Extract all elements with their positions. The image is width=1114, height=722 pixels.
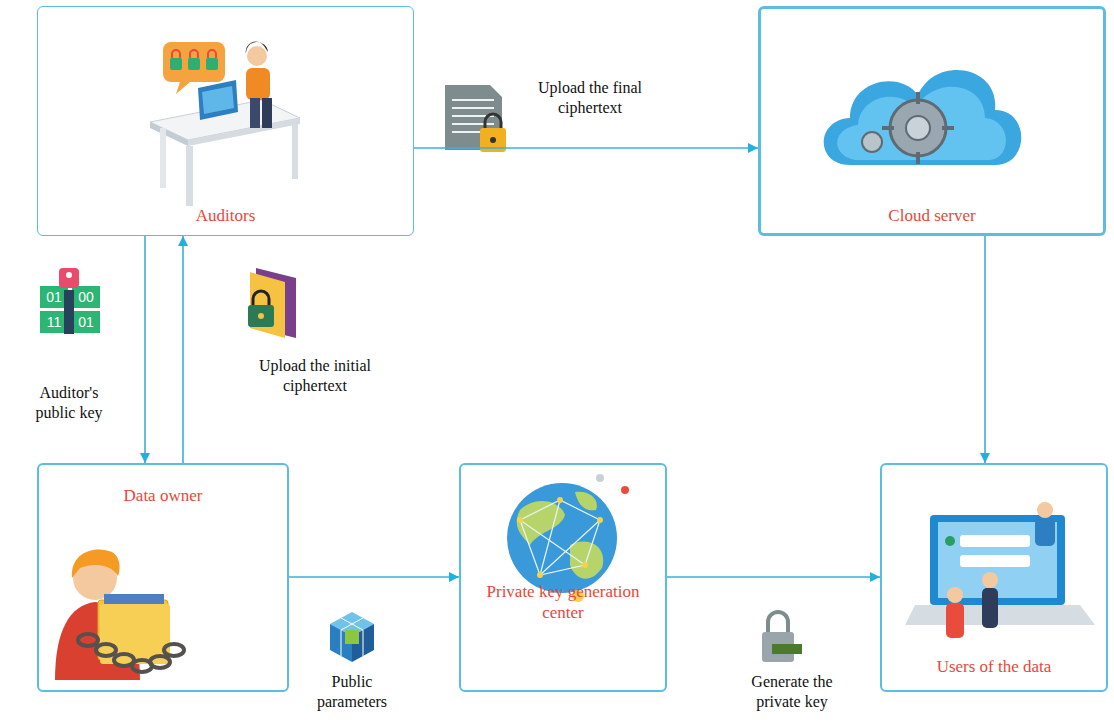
node-label: Auditors [38, 205, 413, 226]
key-bits: 01 [73, 311, 99, 333]
component-box: Cloud server [758, 6, 1106, 236]
edge-label: Upload the final ciphertext [520, 78, 660, 118]
edge-label: Generate the private key [733, 672, 851, 712]
flow-arrow [144, 236, 146, 463]
node-label: Cloud server [761, 205, 1103, 226]
cloud-illustration [824, 70, 1022, 165]
document-icon [445, 85, 506, 152]
flow-arrow [182, 236, 184, 463]
flow-arrow [984, 236, 986, 463]
edge-label: Auditor's public key [26, 383, 112, 423]
node-label: Data owner [39, 485, 287, 506]
flow-arrow [414, 147, 758, 149]
key-bits: 01 [41, 286, 67, 308]
auditor-illustration [150, 42, 300, 206]
data-owner-illustration [55, 549, 184, 680]
users-illustration [905, 502, 1095, 638]
cube-icon [330, 612, 374, 662]
folder-icon [248, 268, 296, 338]
node-label: Private key generation center [483, 581, 643, 623]
lock-icon [762, 612, 802, 662]
edge-label: Upload the initial ciphertext [240, 356, 390, 396]
key-bits: 00 [73, 286, 99, 308]
edge-label: Public parameters [302, 672, 402, 712]
component-box: Data owner [37, 463, 289, 692]
node-label: Users of the data [882, 656, 1106, 677]
key-icon [40, 268, 100, 334]
flow-arrow [289, 576, 459, 578]
component-box: Private key generation center [459, 463, 667, 692]
flow-arrow [667, 576, 880, 578]
key-bits: 11 [41, 311, 67, 333]
component-box: Users of the data [880, 463, 1108, 692]
component-box: Auditors [37, 6, 414, 236]
